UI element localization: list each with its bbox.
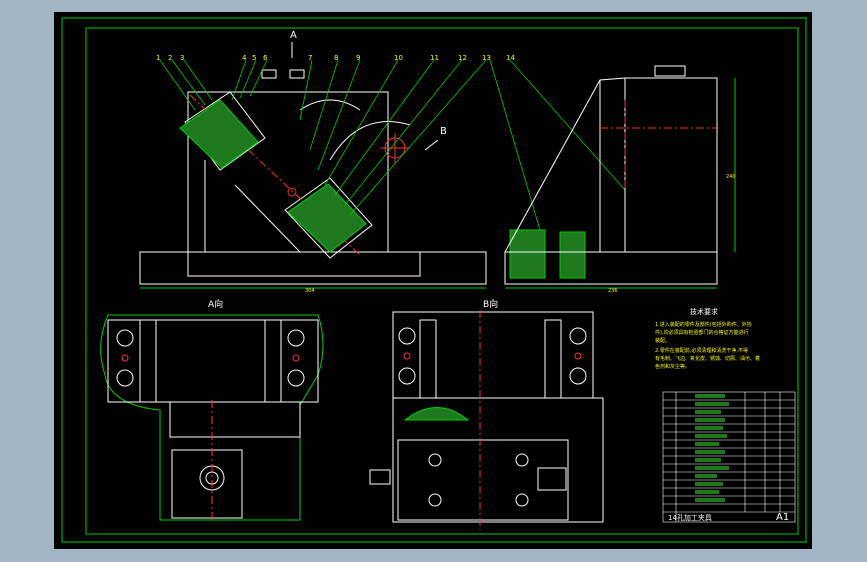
section-label-a: A xyxy=(290,30,297,41)
balloon-6: 6 xyxy=(263,54,268,62)
balloon-8: 8 xyxy=(334,54,338,62)
drawing-sheet xyxy=(54,12,812,549)
inner-border xyxy=(85,27,799,535)
view-b xyxy=(369,310,604,530)
balloon-2: 2 xyxy=(168,54,172,62)
svg-text:色剂和灰尘等。: 色剂和灰尘等。 xyxy=(655,363,690,370)
dim-base-left: 304 xyxy=(305,288,315,294)
hatch-b xyxy=(403,407,470,421)
balloon-12: 12 xyxy=(458,54,467,62)
balloon-5: 5 xyxy=(252,54,256,62)
bill-of-materials xyxy=(662,391,796,523)
view-label-b: B向 xyxy=(483,298,498,310)
notes-title: 技术要求 xyxy=(690,307,718,316)
technical-notes: 1.进入装配的零件及部件(包括外购件、外协 件),均必须具有检验部门的合格证方能… xyxy=(655,321,760,370)
balloon-numbers: 1 2 3 4 5 6 7 8 9 10 11 12 13 14 xyxy=(156,54,515,62)
svg-text:装配。: 装配。 xyxy=(655,337,670,344)
balloon-leaders xyxy=(159,59,626,231)
title-block-title: 14孔加工夹具 xyxy=(668,513,712,522)
hole-markers xyxy=(287,133,410,197)
balloon-10: 10 xyxy=(394,54,403,62)
balloon-7: 7 xyxy=(308,54,312,62)
balloon-3: 3 xyxy=(180,54,184,62)
svg-text:件),均必须具有检验部门的合格证方能进行: 件),均必须具有检验部门的合格证方能进行 xyxy=(655,329,749,336)
svg-text:2.零件在装配前,必须清理和清洗干净,不得: 2.零件在装配前,必须清理和清洗干净,不得 xyxy=(655,347,748,354)
balloon-4: 4 xyxy=(242,54,247,62)
sheet-size: A1 xyxy=(776,512,789,523)
dim-height-right: 240 xyxy=(726,174,736,180)
section-label-b: B xyxy=(440,126,447,137)
svg-text:有毛刺、飞边、氧化皮、锈蚀、切屑、油污、着: 有毛刺、飞边、氧化皮、锈蚀、切屑、油污、着 xyxy=(655,355,760,362)
side-view xyxy=(504,65,736,289)
view-label-a: A向 xyxy=(208,298,223,310)
balloon-1: 1 xyxy=(156,54,160,62)
balloon-11: 11 xyxy=(430,54,439,62)
view-a xyxy=(100,314,324,521)
bom-fill xyxy=(695,394,729,502)
balloon-14: 14 xyxy=(506,54,515,62)
svg-text:1.进入装配的零件及部件(包括外购件、外协: 1.进入装配的零件及部件(包括外购件、外协 xyxy=(655,321,752,328)
dim-base-right: 236 xyxy=(608,288,618,294)
balloon-13: 13 xyxy=(482,54,491,62)
balloon-9: 9 xyxy=(356,54,360,62)
outer-border xyxy=(61,17,807,543)
section-hatching xyxy=(179,99,586,279)
